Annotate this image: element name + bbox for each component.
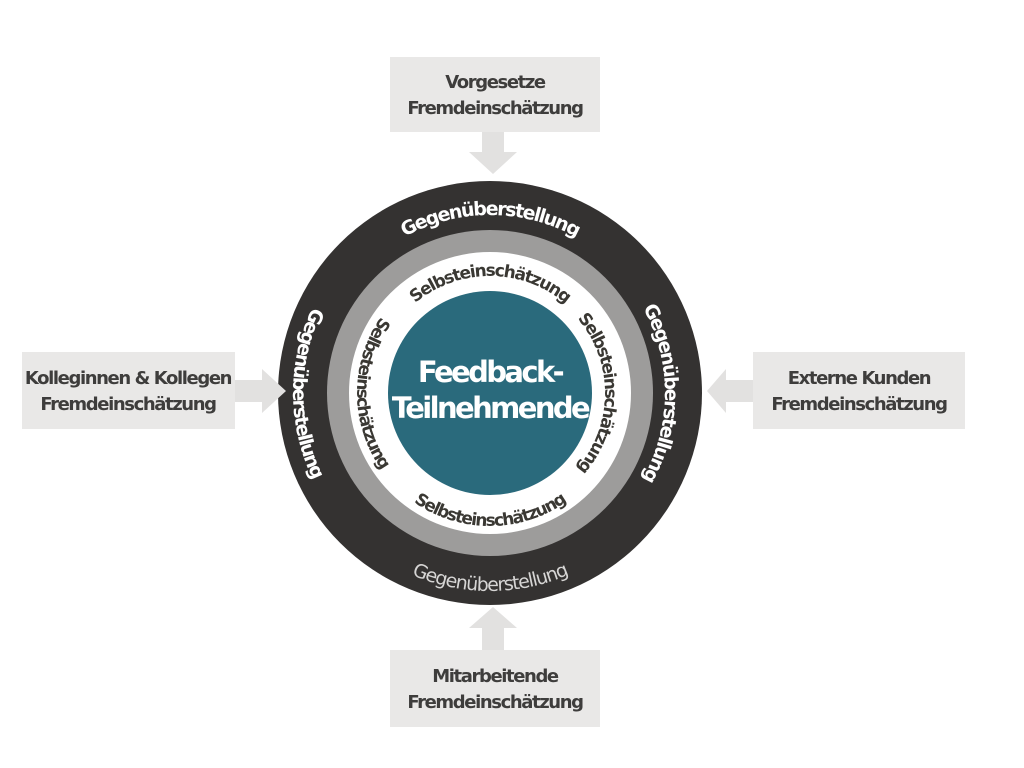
source-box-left-line1: Kolleginnen & Kollegen (25, 368, 232, 389)
core-circle (388, 291, 592, 495)
source-box-right: Externe Kunden Fremdeinschätzung (707, 352, 965, 429)
core-title-line1: Feedback- (418, 355, 564, 389)
core-title-line2: Teilnehmende (392, 391, 590, 425)
source-box-right-bg (753, 352, 965, 429)
down-arrow-icon (469, 132, 517, 174)
source-box-right-line2: Fremdeinschätzung (771, 394, 947, 415)
source-box-top-line1: Vorgesetze (445, 72, 546, 93)
source-box-left-line2: Fremdeinschätzung (40, 394, 216, 415)
source-box-top-bg (390, 57, 600, 132)
source-box-right-line1: Externe Kunden (788, 368, 931, 389)
source-box-left: Kolleginnen & Kollegen Fremdeinschätzung (22, 352, 286, 429)
source-box-bottom: Mitarbeitende Fremdeinschätzung (390, 607, 600, 727)
left-arrow-icon (707, 369, 753, 413)
source-box-bottom-bg (390, 650, 600, 727)
right-arrow-icon (235, 369, 286, 413)
up-arrow-icon (469, 607, 517, 650)
source-box-left-bg (22, 352, 235, 429)
source-box-top: Vorgesetze Fremdeinschätzung (390, 57, 600, 174)
source-box-bottom-line1: Mitarbeitende (432, 666, 559, 687)
source-box-bottom-line2: Fremdeinschätzung (407, 692, 583, 713)
source-box-top-line2: Fremdeinschätzung (407, 98, 583, 119)
